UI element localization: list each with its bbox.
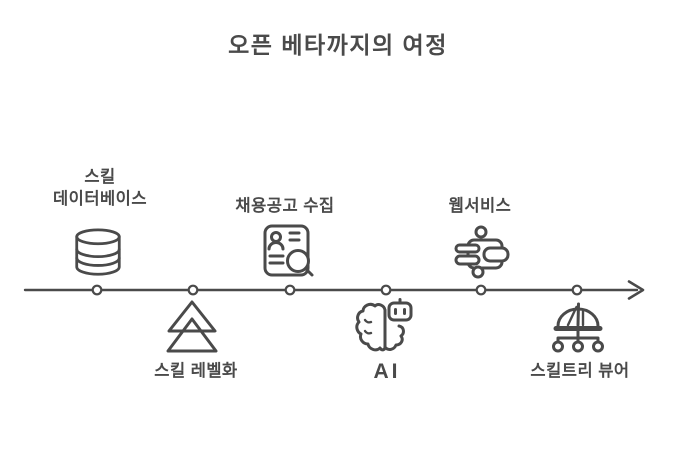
brain-robot-icon [355,298,415,358]
milestone-label-ai: AI [373,360,401,383]
plugin-icon-svg [454,225,510,279]
milestone-label-job-posting-collection: 채용공고 수집 [235,197,335,215]
milestone-label-skill-tree-viewer: 스킬트리 뷰어 [530,362,630,380]
timeline-node [91,284,103,296]
timeline-node [475,284,487,296]
diagram-title: 오픈 베타까지의 여정 [228,32,448,58]
timeline-axis [0,277,676,303]
tree-nodes-icon [550,300,606,356]
milestone-label-skill-leveling: 스킬 레벨화 [154,362,238,380]
arrowhead-icon [627,280,645,300]
level-up-icon-svg [166,300,218,353]
timeline-node [571,284,583,296]
resume-search-icon-svg [263,224,314,277]
plugin-icon [453,221,511,279]
timeline-axis-svg [23,280,645,300]
label-line-2: 데이터베이스 [52,189,148,208]
database-icon-svg [75,228,121,276]
brain-robot-icon-svg [355,298,413,352]
timeline-node [284,284,296,296]
timeline-node [380,284,392,296]
milestone-label-web-service: 웹서비스 [448,197,512,215]
milestone-label-skill-database: 스킬 데이터베이스 [53,167,147,211]
label-line-1: 스킬 [84,168,116,186]
level-up-icon [166,299,220,355]
tree-nodes-icon-svg [552,302,604,353]
database-icon [73,228,123,277]
resume-search-icon [252,222,316,280]
timeline-node [187,284,199,296]
